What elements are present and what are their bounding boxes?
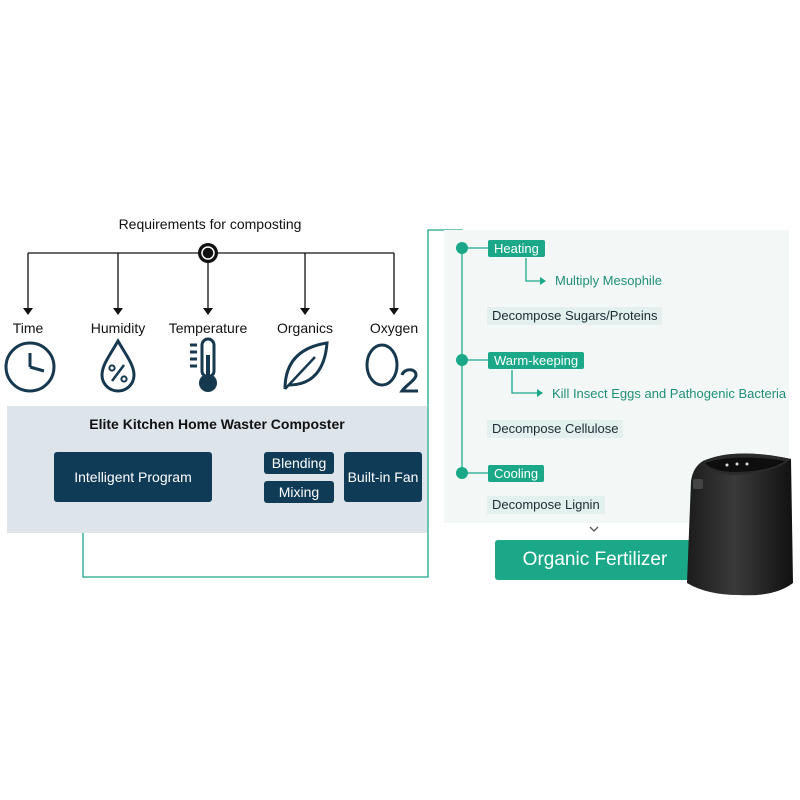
mixing-box: Mixing [264,481,334,503]
builtin-fan-box: Built-in Fan [344,452,422,502]
organic-fertilizer-box: Organic Fertilizer [495,540,695,580]
o2-icon [365,343,418,393]
requirement-label-temperature: Temperature [168,320,248,336]
requirement-label-humidity: Humidity [90,320,146,336]
composter-title: Elite Kitchen Home Waster Composter [89,416,345,432]
requirement-label-time: Time [12,320,44,336]
clock-icon [4,341,56,393]
chevron-down-icon [589,526,599,532]
stage-dot-cooling [456,467,468,479]
thermometer-icon [190,337,217,392]
blending-box: Blending [264,452,334,474]
stage-heating: Heating [488,240,545,257]
stage-dot-heating [456,242,468,254]
decompose-lignin: Decompose Lignin [487,496,605,514]
composter-device-image [687,453,793,596]
leaf-icon [283,341,329,390]
water-drop-percent-icon [100,337,136,393]
intelligent-program-box: Intelligent Program [54,452,212,502]
stage-warm-keeping: Warm-keeping [488,352,585,369]
decompose-sugars-proteins: Decompose Sugars/Proteins [487,307,663,325]
requirement-label-organics: Organics [276,320,334,336]
requirements-title: Requirements for composting [118,216,302,232]
note-multiply-mesophile: Multiply Mesophile [555,273,662,288]
stage-dot-warm-keeping [456,354,468,366]
decompose-cellulose: Decompose Cellulose [487,420,624,438]
requirement-label-oxygen: Oxygen [369,320,419,336]
note-kill-insect-eggs: Kill Insect Eggs and Pathogenic Bacteria [552,386,787,401]
stage-cooling: Cooling [488,465,545,482]
